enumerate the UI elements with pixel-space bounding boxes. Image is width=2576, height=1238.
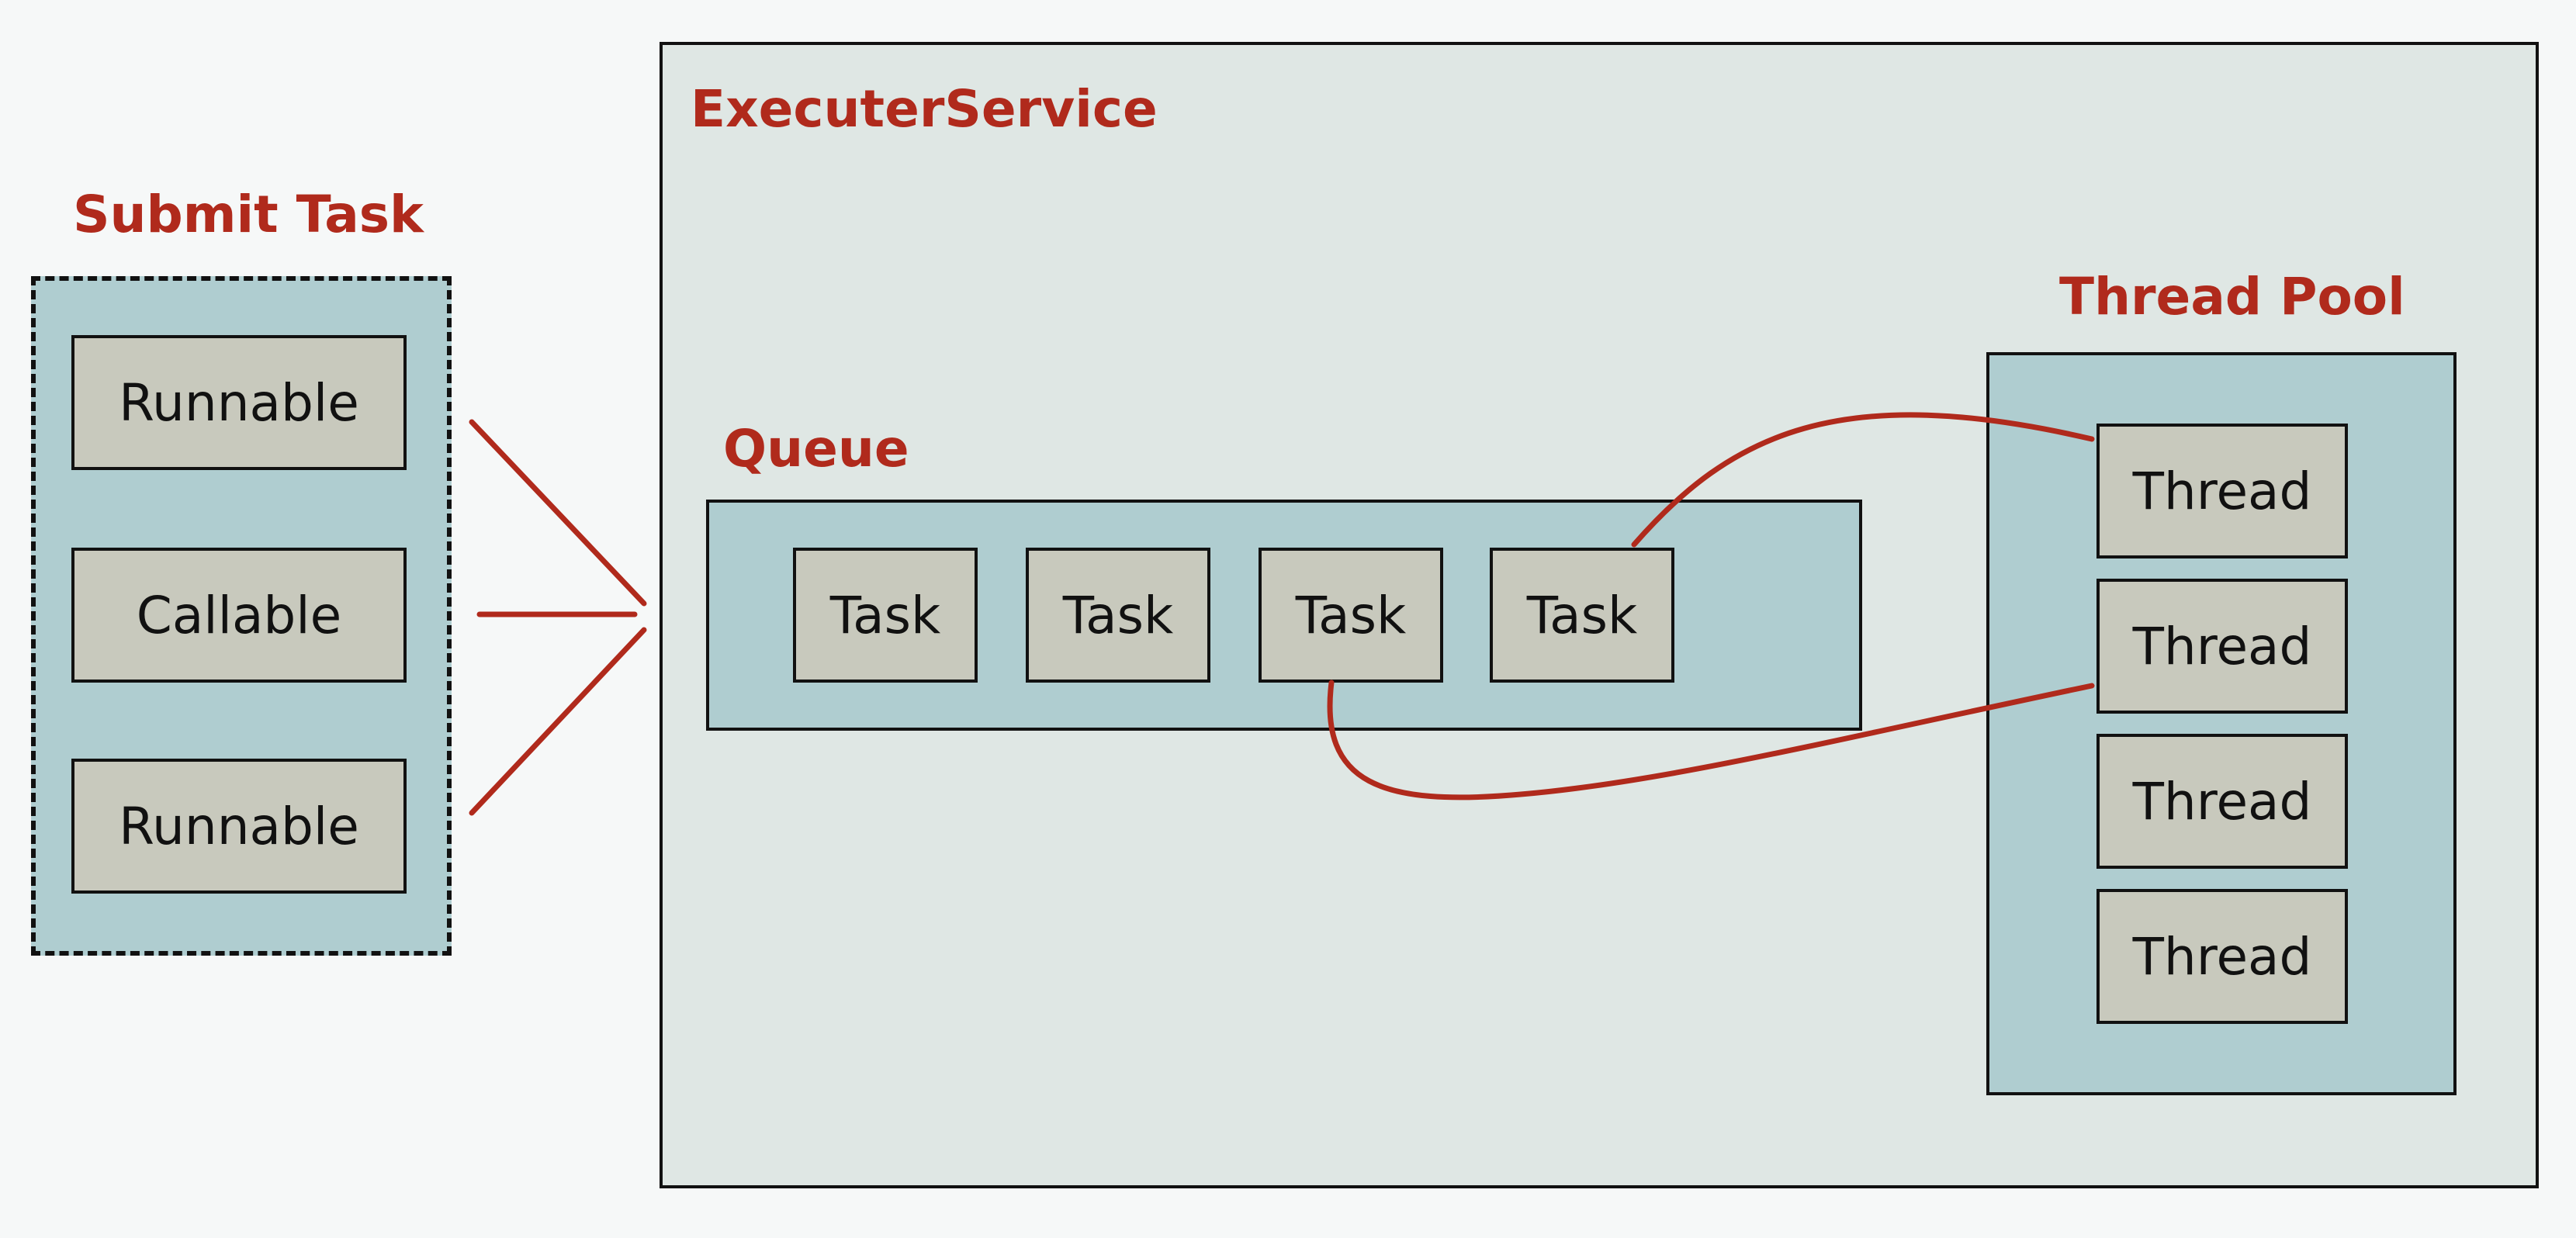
arrow-task-to-thread: [1327, 680, 2095, 801]
arrow-runnable-to-executer: [469, 627, 647, 816]
pool-thread: Thread: [2096, 889, 2348, 1024]
submit-item-callable: Callable: [71, 548, 407, 683]
arrow-runnable-to-executer: [469, 419, 647, 607]
submit-item-runnable: Runnable: [71, 335, 407, 470]
queue-task: Task: [1026, 548, 1210, 683]
queue-title: Queue: [723, 419, 909, 479]
arrow-task-to-thread: [1631, 412, 2095, 548]
pool-thread: Thread: [2096, 734, 2348, 869]
queue-task: Task: [793, 548, 978, 683]
pool-thread: Thread: [2096, 424, 2348, 558]
queue-task: Task: [1490, 548, 1674, 683]
executer-service-title: ExecuterService: [691, 79, 1158, 139]
submit-item-runnable: Runnable: [71, 759, 407, 894]
pool-thread: Thread: [2096, 579, 2348, 714]
thread-pool-title: Thread Pool: [2059, 267, 2405, 327]
queue-task: Task: [1259, 548, 1443, 683]
submit-task-title: Submit Task: [73, 185, 424, 244]
